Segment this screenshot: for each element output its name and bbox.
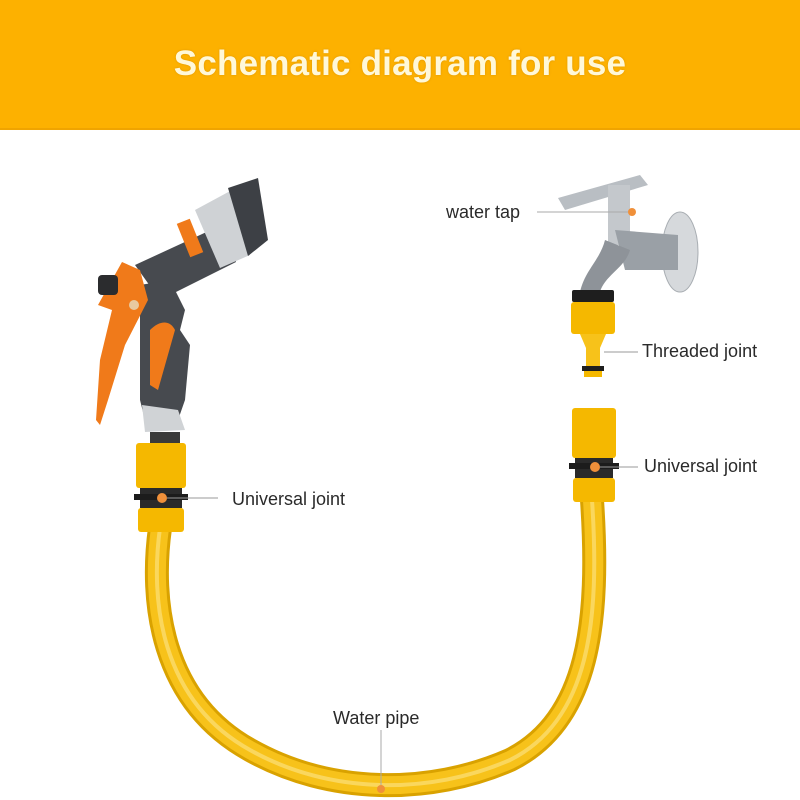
threaded-joint — [571, 302, 638, 377]
label-universal-joint-right: Universal joint — [644, 456, 758, 476]
water-tap-marker — [628, 208, 636, 216]
label-water-pipe: Water pipe — [333, 708, 420, 728]
label-threaded-joint: Threaded joint — [642, 341, 758, 361]
label-water-tap: water tap — [446, 202, 521, 222]
spray-gun — [96, 178, 268, 444]
water-pipe — [144, 499, 607, 798]
water-tap — [558, 175, 699, 302]
right-universal-joint — [569, 408, 638, 502]
label-universal-joint-left: Universal joint — [232, 489, 346, 509]
title-banner: Schematic diagram for use — [0, 0, 800, 130]
page-title: Schematic diagram for use — [173, 44, 627, 83]
water-pipe-marker — [377, 785, 385, 793]
left-universal-joint — [134, 443, 218, 532]
